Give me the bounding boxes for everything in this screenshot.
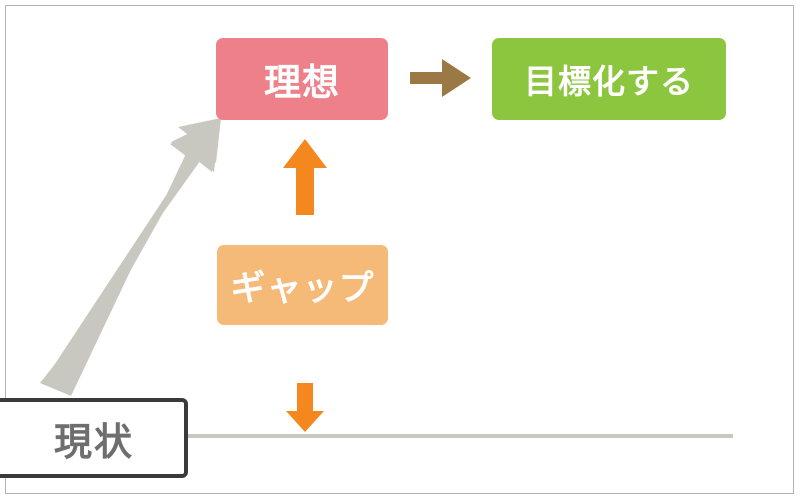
node-gap[interactable]: ギャップ bbox=[217, 245, 388, 325]
baseline-rule bbox=[188, 434, 733, 438]
arrow-right-icon bbox=[410, 59, 471, 97]
gray-diagonal-arrow-icon bbox=[40, 118, 221, 396]
node-goal[interactable]: 目標化する bbox=[492, 38, 726, 120]
arrow-up-icon bbox=[283, 139, 327, 215]
node-ideal[interactable]: 理想 bbox=[216, 38, 388, 120]
arrow-down-icon bbox=[286, 383, 324, 432]
node-current-state[interactable]: 現状 bbox=[0, 398, 188, 478]
